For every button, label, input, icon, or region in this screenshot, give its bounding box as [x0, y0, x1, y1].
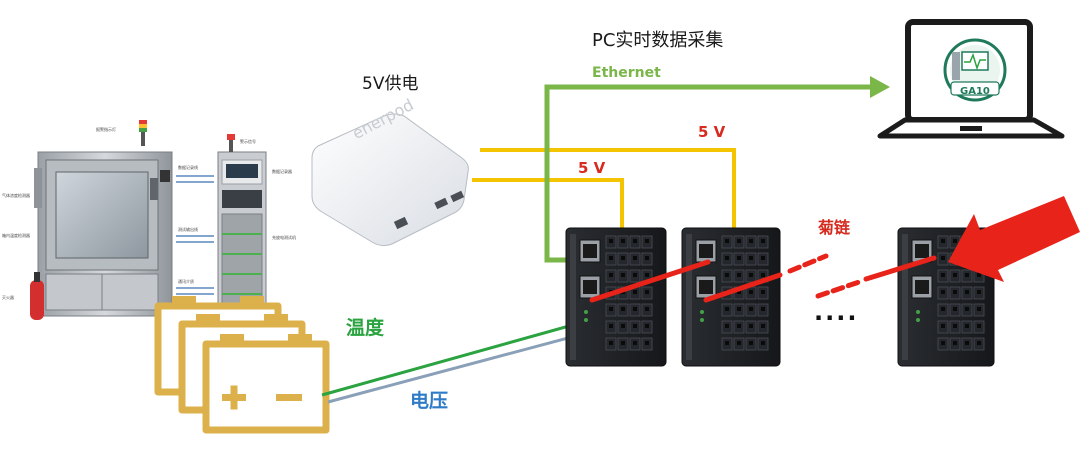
io-module-2	[681, 227, 781, 367]
caption-charger: 充放电测试机	[272, 235, 296, 240]
label-ethernet: Ethernet	[592, 65, 661, 81]
caption-temp-detector: 箱内温度检测器	[2, 233, 30, 238]
power-wires	[472, 148, 736, 228]
daisy-chain-links	[589, 253, 937, 303]
label-voltage: 电压	[410, 390, 449, 412]
red-arrow-icon	[948, 196, 1080, 282]
caption-cabinet-light: 警示信号	[240, 139, 256, 144]
label-more-modules: ....	[814, 298, 859, 326]
test-chamber-icon	[30, 120, 267, 320]
caption-recorder: 数据记录器	[272, 169, 292, 174]
label-power-supply: 5V供电	[362, 74, 419, 94]
io-module-1	[565, 227, 667, 367]
label-temperature: 温度	[346, 317, 385, 339]
battery-stack-icon	[154, 296, 330, 434]
caption-test-output: 测试输出线	[178, 227, 198, 232]
title-pc-realtime: PC实时数据采集	[592, 30, 724, 51]
laptop-logo-text: GA10	[960, 86, 990, 97]
caption-tower-light: 报警指示灯	[96, 127, 116, 132]
caption-gas-detector: 气体浓度检测器	[2, 193, 30, 198]
power-bank-icon	[311, 113, 469, 247]
label-5v-b: 5 V	[578, 159, 606, 177]
caption-comm: 通讯介质	[178, 279, 194, 284]
label-5v-a: 5 V	[698, 123, 726, 141]
caption-fire-ext: 灭火器	[2, 295, 14, 300]
caption-data-logger-link: 数据记录线	[178, 165, 198, 170]
laptop-icon	[877, 19, 1065, 139]
label-daisy-chain: 菊链	[818, 218, 851, 237]
ethernet-line	[544, 76, 890, 263]
